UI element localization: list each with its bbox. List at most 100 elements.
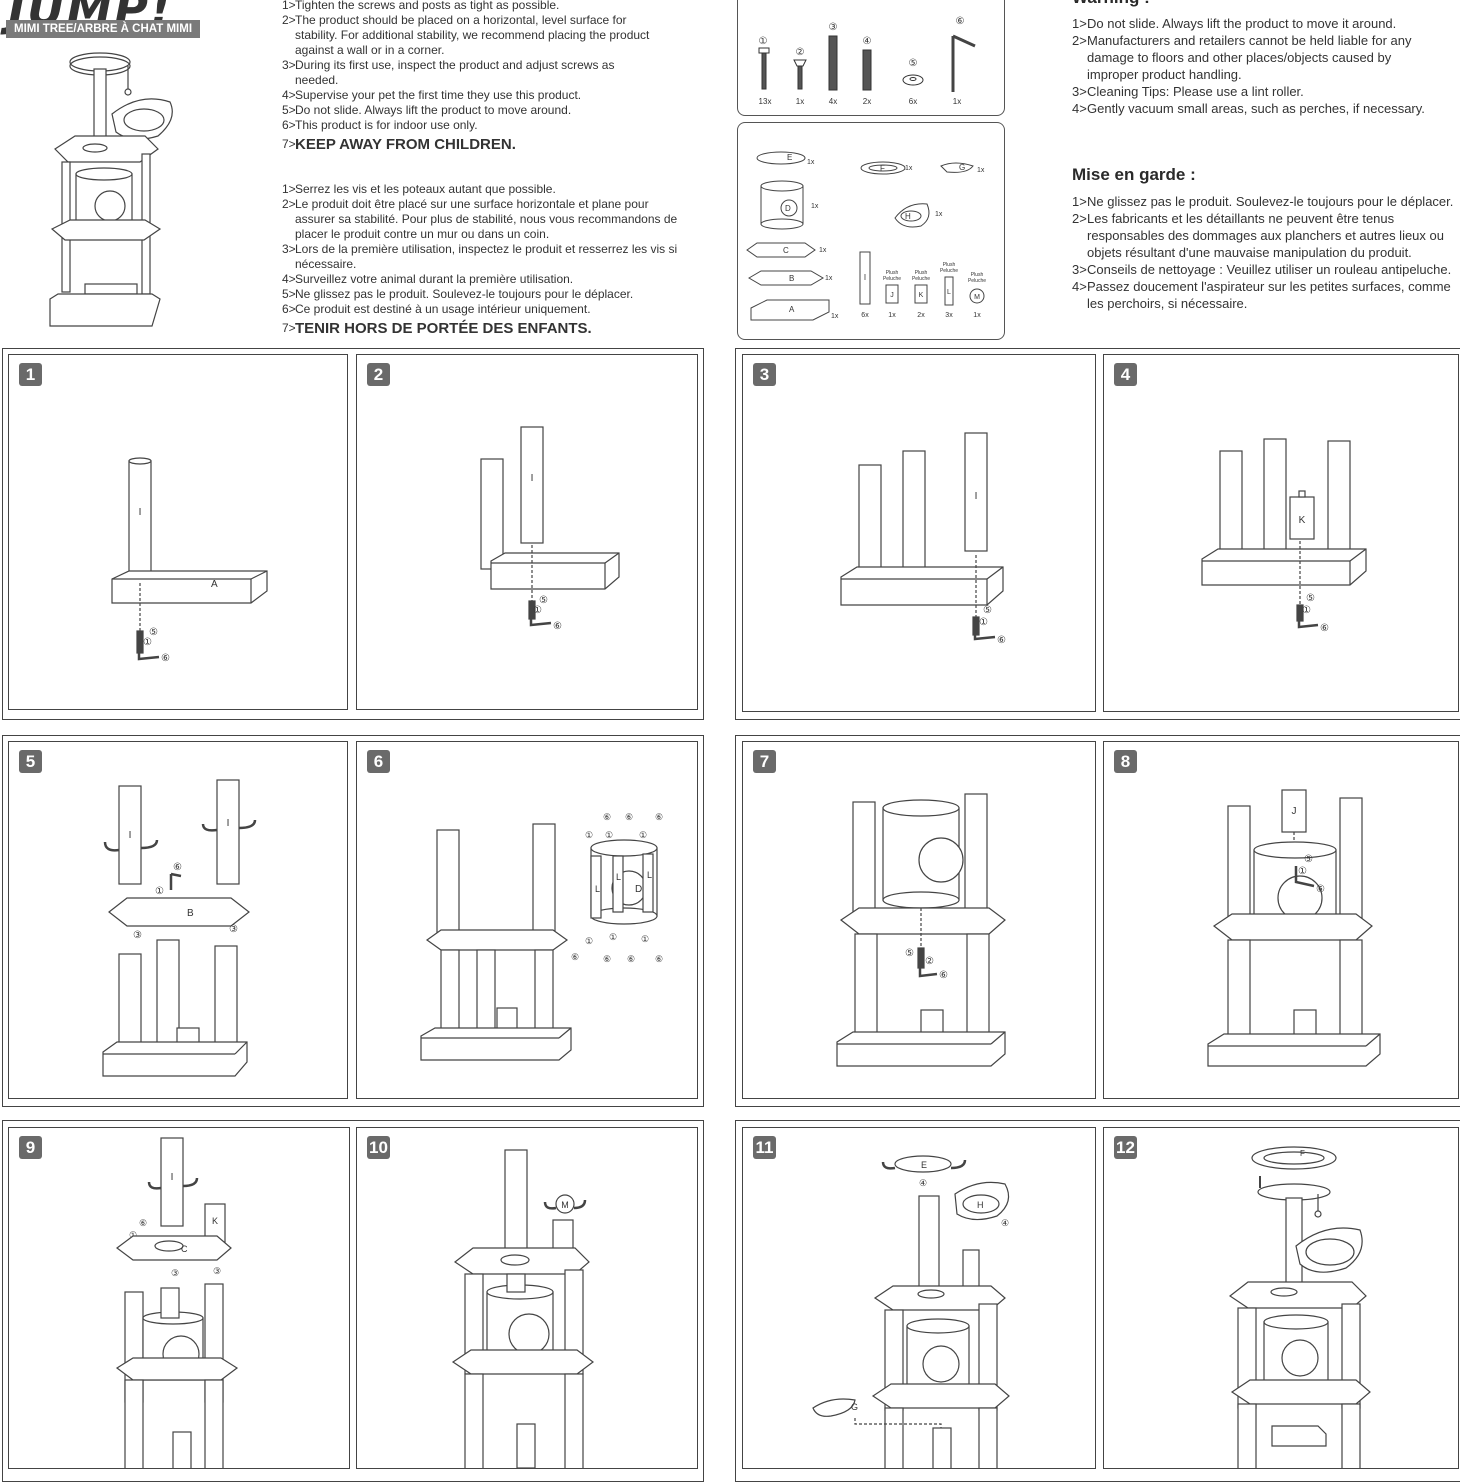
part-qty: 1x: [905, 165, 913, 172]
callout: ⑥: [939, 970, 948, 981]
callout: ③: [171, 1268, 179, 1278]
part-label: L: [947, 289, 951, 296]
hardware-parts-illustration: ① 13x ② 1x ③ 4x ④ 2x ⑤ 6x ⑥ 1x: [758, 16, 976, 106]
callout: ①: [605, 830, 613, 840]
step-1: 1 I A ⑤ ① ⑥: [8, 354, 348, 710]
callout: ⑥: [1316, 884, 1325, 895]
step-4: 4 K ⑤ ① ⑥: [1103, 354, 1459, 712]
warning-item: 4>Gently vacuum small areas, such as per…: [1072, 101, 1425, 116]
callout: ④: [919, 1178, 927, 1188]
plush-label: Plush: [943, 262, 956, 268]
hardware-qty: 4x: [829, 97, 837, 106]
part-label: J: [890, 292, 894, 299]
step-11: 11 E ④ H ④ G: [742, 1127, 1096, 1469]
step-number: 11: [753, 1136, 776, 1159]
step-6: 6 D L L L ⑥ ⑥ ⑥ ① ① ① ① ① ① ⑥ ⑥ ⑥ ⑥: [356, 741, 698, 1099]
warning-item: 1>Do not slide. Always lift the product …: [1072, 16, 1397, 31]
part-label: B: [187, 908, 194, 919]
hardware-qty: 2x: [863, 97, 871, 106]
peluche-label: Peluche: [968, 278, 986, 284]
part-label: G: [959, 163, 965, 172]
part-label: L: [595, 884, 600, 894]
cat-tree-preview: [49, 52, 173, 327]
callout: ⑤: [1306, 593, 1315, 604]
callout: ①: [585, 936, 593, 946]
part-qty: 1x: [819, 247, 827, 254]
step-number: 4: [1114, 363, 1137, 386]
hardware-number: ①: [759, 36, 768, 47]
part-label: L: [616, 872, 621, 882]
callout: ①: [641, 934, 649, 944]
instructions-english: 1>Tighten the screws and posts as tight …: [282, 0, 654, 152]
product-name-badge: MIMI TREE/ARBRE À CHAT MIMI: [6, 20, 200, 38]
part-label: I: [129, 830, 132, 841]
step-number: 10: [367, 1136, 390, 1159]
part-label: K: [212, 1216, 218, 1226]
peluche-label: Peluche: [912, 276, 930, 282]
callout: ⑥: [655, 812, 663, 822]
instructions-french: 1>Serrez les vis et les poteaux autant q…: [282, 182, 680, 336]
part-label: I: [227, 818, 230, 829]
step-number: 1: [19, 363, 42, 386]
callout: ③: [229, 924, 238, 935]
callout: ①: [143, 637, 152, 648]
hardware-number: ④: [863, 36, 872, 47]
part-qty: 3x: [945, 312, 953, 319]
part-label: A: [211, 579, 218, 590]
step-number: 7: [753, 750, 776, 773]
hardware-qty: 6x: [909, 97, 917, 106]
callout: ⑤: [983, 605, 992, 616]
instruction-item: 6>Ce produit est destiné à un usage inté…: [282, 302, 591, 316]
hardware-number: ⑥: [956, 16, 965, 27]
instruction-item: 4>Supervise your pet the first time they…: [282, 88, 582, 102]
part-label: I: [864, 273, 866, 282]
instruction-item: 4>Surveillez votre animal durant la prem…: [282, 272, 574, 286]
warning-title: Warning :: [1072, 0, 1150, 8]
callout: ①: [979, 617, 988, 628]
callout: ①: [585, 830, 593, 840]
part-qty: 1x: [825, 275, 833, 282]
peluche-label: Peluche: [940, 268, 958, 274]
callout: ⑥: [627, 954, 635, 964]
part-label: I: [531, 473, 534, 484]
part-label: M: [561, 1200, 569, 1210]
instruction-item: 6>This product is for indoor use only.: [282, 118, 478, 132]
part-label: C: [783, 246, 789, 255]
callout: ⑥: [553, 621, 562, 632]
part-qty: 1x: [831, 313, 839, 320]
instruction-item: 3>Lors de la première utilisation, inspe…: [282, 242, 678, 271]
part-label: E: [921, 1160, 927, 1170]
part-label: M: [974, 294, 980, 301]
part-qty: 1x: [888, 312, 896, 319]
part-label: K: [919, 292, 924, 299]
step-7: 7 ⑤ ② ⑥: [742, 741, 1096, 1099]
part-label: H: [905, 212, 911, 221]
callout: ⑥: [603, 812, 611, 822]
step-number: 2: [367, 363, 390, 386]
instruction-item: 1>Serrez les vis et les poteaux autant q…: [282, 182, 556, 196]
part-qty: 1x: [973, 312, 981, 319]
peluche-label: Peluche: [883, 276, 901, 282]
part-qty: 1x: [811, 203, 819, 210]
step-5: 5 I I ⑥ ① B ③ ③: [8, 741, 348, 1099]
hardware-number: ③: [829, 22, 838, 33]
instruction-item: 2>Le produit doit être placé sur une sur…: [282, 197, 678, 241]
step-number: 9: [19, 1136, 42, 1159]
step-12: 12 F: [1103, 1127, 1459, 1469]
callout: ③: [133, 930, 142, 941]
callout: ⑥: [139, 1218, 147, 1228]
part-label: I: [139, 507, 142, 518]
callout: ③: [213, 1266, 221, 1276]
callout: ①: [639, 830, 647, 840]
plush-label: Plush: [915, 270, 928, 276]
part-label: K: [1299, 515, 1306, 526]
callout: ⑥: [655, 954, 663, 964]
callout: ①: [609, 932, 617, 942]
part-label: C: [181, 1244, 188, 1254]
plush-label: Plush: [971, 272, 984, 278]
instruction-item: 5>Do not slide. Always lift the product …: [282, 103, 572, 117]
instruction-warning-children: 7>TENIR HORS DE PORTÉE DES ENFANTS.: [282, 320, 592, 337]
callout: ①: [533, 605, 542, 616]
part-label: I: [171, 1172, 174, 1183]
callout: ⑥: [161, 653, 170, 664]
